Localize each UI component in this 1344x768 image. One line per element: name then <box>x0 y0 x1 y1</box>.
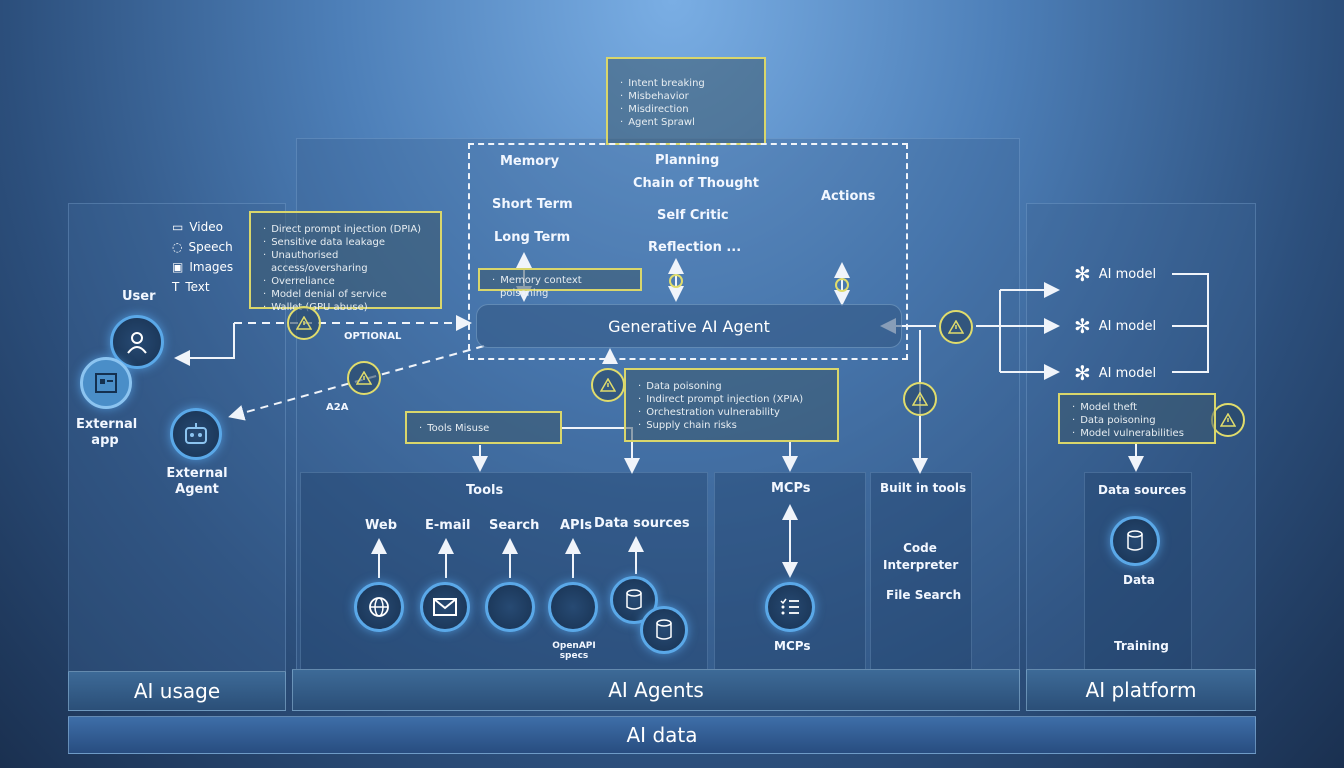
platform-database-icon[interactable] <box>1110 516 1160 566</box>
tools-title: Tools <box>466 483 504 498</box>
generative-ai-agent[interactable]: Generative AI Agent <box>476 304 902 348</box>
external-app-icon[interactable] <box>80 357 132 409</box>
tools-misuse-box: Tools Misuse <box>405 411 562 444</box>
model-warning-icon <box>939 310 973 344</box>
builtin-tools-title: Built in tools <box>880 481 967 495</box>
training-label: Training <box>1114 639 1169 653</box>
openapi-specs-label: OpenAPI specs <box>552 641 596 661</box>
optional-label: OPTIONAL <box>344 331 402 342</box>
short-term-label: Short Term <box>492 197 573 212</box>
ai-agents-footer: AI Agents <box>292 669 1020 711</box>
ai-model-3[interactable]: ✻ AI model <box>1074 361 1157 385</box>
ai-model-2[interactable]: ✻ AI model <box>1074 314 1157 338</box>
ai-usage-footer: AI usage <box>68 671 286 711</box>
actions-lock-icon <box>835 278 849 292</box>
mcps-label: MCPs <box>774 639 811 653</box>
video-icon: ▭ <box>172 220 184 234</box>
ai-data-footer: AI data <box>68 716 1256 754</box>
external-agent-icon[interactable] <box>170 408 222 460</box>
memory-label: Memory <box>500 154 560 169</box>
ai-platform-footer: AI platform <box>1026 669 1256 711</box>
usage-warning-icon <box>287 306 321 340</box>
data-warning-icon <box>591 368 625 402</box>
planning-label: Planning <box>655 153 720 168</box>
database-icon-2[interactable] <box>640 606 688 654</box>
ai-model-1[interactable]: ✻ AI model <box>1074 262 1157 286</box>
code-interpreter-label: Code Interpreter <box>883 541 959 572</box>
tools-box <box>300 472 708 670</box>
data-sources-box <box>1084 472 1192 670</box>
self-critic-label: Self Critic <box>657 208 729 223</box>
user-label: User <box>122 289 156 304</box>
builtin-tools-box <box>870 472 972 670</box>
builtin-warning-icon <box>903 382 937 416</box>
mcps-title: MCPs <box>771 481 811 496</box>
network-icon: ✻ <box>1074 361 1091 385</box>
chain-of-thought-label: Chain of Thought <box>633 176 760 191</box>
network-icon: ✻ <box>1074 314 1091 338</box>
planning-lock-icon <box>669 274 683 288</box>
agent-core-box <box>468 143 908 360</box>
speech-icon: ◌ <box>172 240 183 254</box>
file-search-label: File Search <box>886 588 962 602</box>
usage-threats-box: Direct prompt injection (DPIA) Sensitive… <box>249 211 442 313</box>
images-icon: ▣ <box>172 260 184 274</box>
external-app-label: External app <box>76 417 138 448</box>
platform-warning-icon <box>1211 403 1245 437</box>
long-term-label: Long Term <box>494 230 571 245</box>
email-label: E-mail <box>425 518 471 533</box>
text-icon: T <box>172 280 180 294</box>
search-circle-icon[interactable] <box>485 582 535 632</box>
platform-threats-box: Model theft Data poisoning Model vulnera… <box>1058 393 1216 444</box>
a2a-label: A2A <box>326 402 349 413</box>
apis-label: APIs <box>560 518 593 533</box>
actions-label: Actions <box>821 189 876 204</box>
network-icon: ✻ <box>1074 262 1091 286</box>
mcp-list-icon[interactable] <box>765 582 815 632</box>
data-sources-tool-label: Data sources <box>594 516 690 531</box>
platform-data-sources-title: Data sources <box>1098 483 1187 497</box>
api-circle-icon[interactable] <box>548 582 598 632</box>
mail-icon[interactable] <box>420 582 470 632</box>
data-threats-box: Data poisoning Indirect prompt injection… <box>624 368 839 442</box>
memory-poisoning-box: Memory context poisoning <box>478 268 642 299</box>
reflection-label: Reflection ... <box>648 240 742 255</box>
a2a-warning-icon <box>347 361 381 395</box>
external-agent-label: External Agent <box>166 466 228 497</box>
data-label: Data <box>1123 573 1155 587</box>
globe-icon[interactable] <box>354 582 404 632</box>
agent-threats-box: Intent breaking Misbehavior Misdirection… <box>606 57 766 145</box>
search-label: Search <box>489 518 540 533</box>
web-label: Web <box>365 518 397 533</box>
